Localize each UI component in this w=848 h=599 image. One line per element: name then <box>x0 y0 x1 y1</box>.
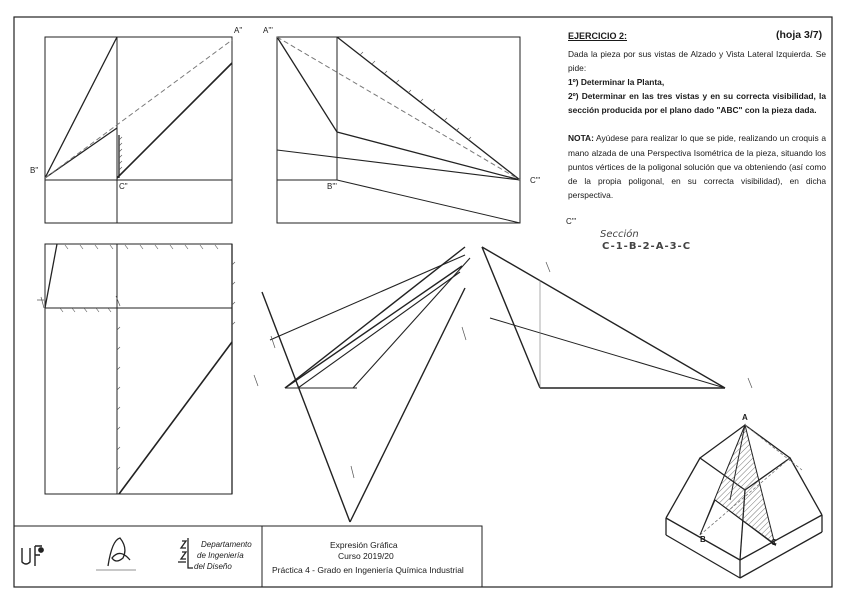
side-view <box>276 36 521 224</box>
label-c2: C" <box>119 182 128 191</box>
practice-title: Práctica 4 - Grado en Ingeniería Química… <box>272 565 464 575</box>
label-b2: B" <box>30 166 39 175</box>
label-a3: A''' <box>263 26 273 35</box>
label-iso-c: C <box>771 538 777 547</box>
department-logo <box>178 538 193 569</box>
problem-statement: Dada la pieza por sus vistas de Alzado y… <box>568 47 826 202</box>
isometric-construction <box>699 424 803 536</box>
sheet-number: (hoja 3/7) <box>776 29 823 41</box>
label-iso-b: B <box>700 535 706 544</box>
nota-text: Ayúdese para realizar lo que se pide, re… <box>568 133 826 200</box>
isometric-section-fill <box>699 423 776 547</box>
dept-line-3: del Diseño <box>194 562 232 571</box>
plan-view <box>44 243 233 495</box>
task-1: 1º) Determinar la Planta, <box>568 77 665 88</box>
construction-marks <box>37 261 753 479</box>
right-construction <box>481 246 726 389</box>
side-view-ticks <box>359 51 472 141</box>
signature-mark <box>96 537 136 571</box>
label-b3: B''' <box>327 182 337 191</box>
handwritten-sequence: C-1-B-2-A-3-C <box>602 241 692 252</box>
plane-construction <box>261 246 471 523</box>
label-c3-below: C''' <box>566 217 577 226</box>
handwritten-seccion: Sección <box>600 229 639 240</box>
nota-paragraph: NOTA: Ayúdese para realizar lo que se pi… <box>568 131 826 201</box>
label-iso-a: A <box>742 413 748 422</box>
course-name: Expresión Gráfica <box>330 540 398 550</box>
front-view-ticks <box>118 136 123 171</box>
front-view <box>44 36 233 224</box>
nota-label: NOTA: <box>568 133 594 144</box>
course-year: Curso 2019/20 <box>338 551 394 561</box>
dept-line-1: Departamento <box>201 540 252 549</box>
title-block <box>13 525 483 588</box>
label-c3: C''' <box>530 176 541 185</box>
university-logo <box>21 545 44 566</box>
dept-line-2: de Ingeniería <box>197 551 244 560</box>
exercise-heading: EJERCICIO 2: <box>568 31 628 41</box>
task-2: 2º) Determinar en las tres vistas y en s… <box>568 91 826 116</box>
plan-view-ticks <box>59 244 236 471</box>
problem-intro: Dada la pieza por sus vistas de Alzado y… <box>568 49 826 74</box>
label-a2: A" <box>234 26 243 35</box>
